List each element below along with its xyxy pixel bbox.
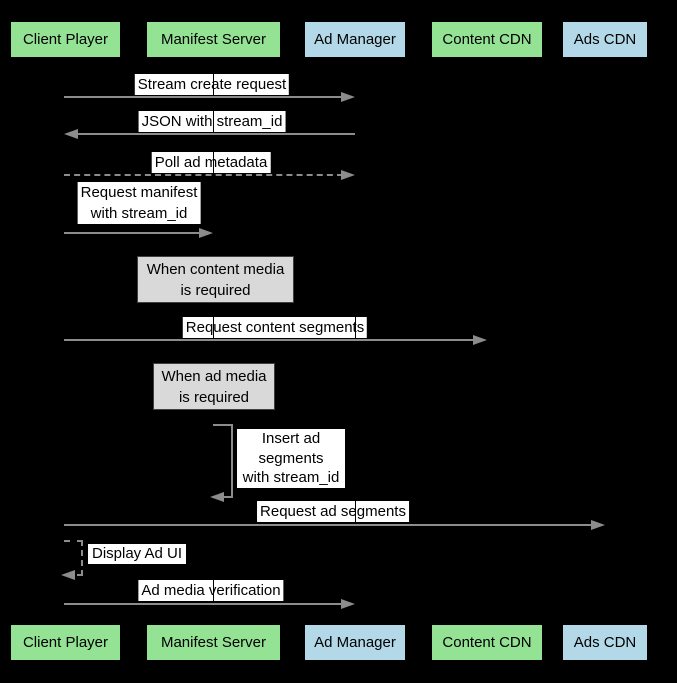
actor-client-player-top: Client Player bbox=[11, 22, 120, 57]
message-label-request-manifest: Request manifest with stream_id bbox=[77, 182, 201, 224]
arrowhead-right-icon bbox=[341, 92, 355, 102]
arrowhead-right-icon bbox=[341, 170, 355, 180]
lifeline-content-cdn bbox=[487, 57, 488, 625]
arrowhead-right-icon bbox=[473, 335, 487, 345]
arrowhead-left-icon bbox=[64, 129, 78, 139]
lifeline-ad-manager bbox=[355, 57, 356, 625]
message-label-poll-ad-metadata: Poll ad metadata bbox=[151, 152, 271, 173]
message-arrow-ad-media-verification bbox=[64, 599, 355, 609]
arrow-shaft bbox=[64, 232, 201, 234]
message-arrow-stream-create-request bbox=[64, 92, 355, 102]
arrow-shaft bbox=[64, 96, 343, 98]
message-arrow-poll-ad-metadata bbox=[64, 170, 355, 180]
actor-ad-manager-top: Ad Manager bbox=[305, 22, 405, 57]
lifeline-manifest-server bbox=[213, 57, 214, 625]
actor-ads-cdn-bottom: Ads CDN bbox=[563, 625, 647, 660]
message-label-stream-create-request: Stream create request bbox=[134, 74, 290, 95]
actor-manifest-server-top: Manifest Server bbox=[147, 22, 280, 57]
actor-manifest-server-bottom: Manifest Server bbox=[147, 625, 280, 660]
message-label-json-with-stream-id: JSON with stream_id bbox=[138, 111, 286, 132]
message-arrow-request-ad-segments bbox=[64, 520, 605, 530]
arrowhead-right-icon bbox=[341, 599, 355, 609]
actor-content-cdn-top: Content CDN bbox=[432, 22, 542, 57]
arrowhead-right-icon bbox=[199, 228, 213, 238]
actor-content-cdn-bottom: Content CDN bbox=[432, 625, 542, 660]
arrow-shaft bbox=[76, 133, 355, 135]
arrow-shaft bbox=[64, 603, 343, 605]
note-when-content-media-required: When content media is required bbox=[137, 256, 294, 303]
actor-ad-manager-bottom: Ad Manager bbox=[305, 625, 405, 660]
self-message-label-display-ad-ui: Display Ad UI bbox=[88, 544, 187, 564]
self-message-insert-ad-segments bbox=[210, 424, 233, 502]
arrowhead-right-icon bbox=[591, 520, 605, 530]
arrowhead-left-icon bbox=[61, 570, 75, 580]
actor-client-player-bottom: Client Player bbox=[11, 625, 120, 660]
arrowhead-left-icon bbox=[210, 492, 224, 502]
arrow-shaft bbox=[64, 339, 475, 341]
note-when-ad-media-required: When ad media is required bbox=[153, 363, 275, 410]
message-label-request-ad-segments: Request ad segments bbox=[257, 501, 409, 522]
arrow-shaft bbox=[64, 174, 343, 176]
message-arrow-request-manifest bbox=[64, 228, 213, 238]
actor-ads-cdn-top: Ads CDN bbox=[563, 22, 647, 57]
arrow-shaft bbox=[64, 524, 593, 526]
message-label-ad-media-verification: Ad media verification bbox=[138, 580, 284, 601]
message-arrow-request-content-segments bbox=[64, 335, 487, 345]
message-arrow-json-with-stream-id bbox=[64, 129, 355, 139]
lifeline-client-player bbox=[65, 57, 66, 625]
self-message-display-ad-ui bbox=[61, 540, 83, 580]
lifeline-ads-cdn bbox=[605, 57, 606, 625]
self-message-label-insert-ad-segments: Insert ad segments with stream_id bbox=[237, 429, 345, 488]
